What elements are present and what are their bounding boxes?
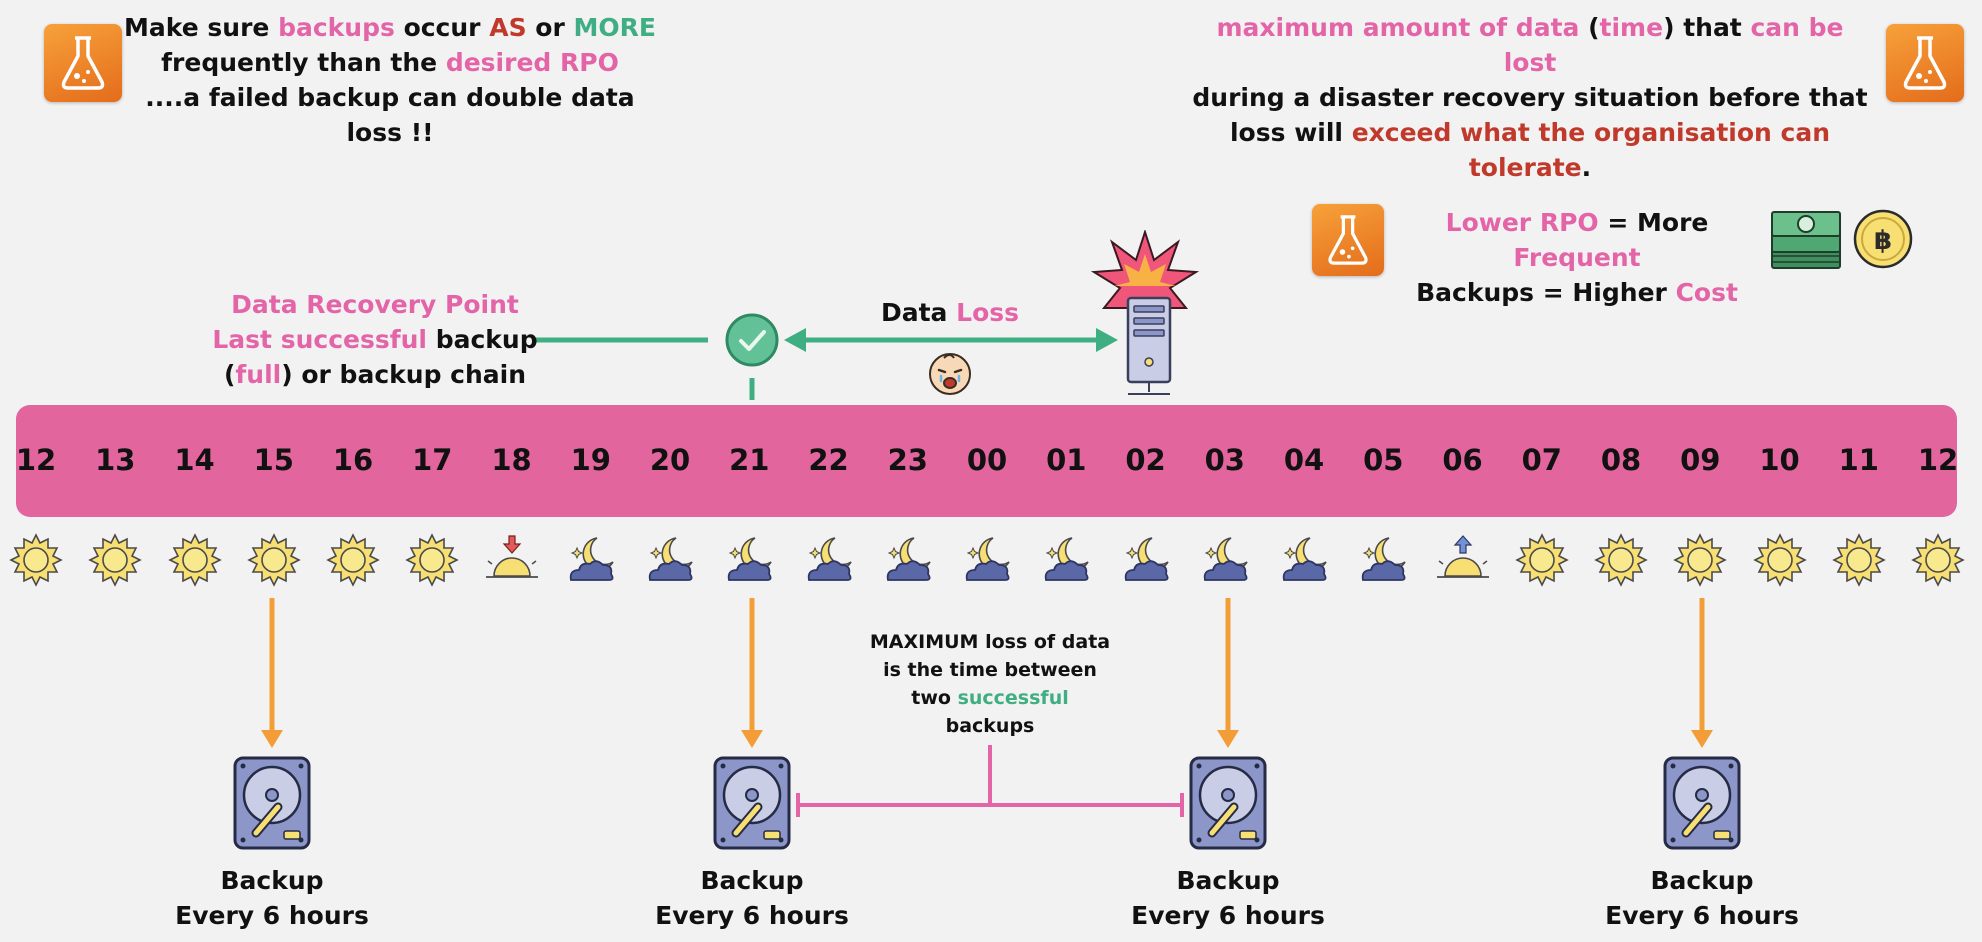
sun-icon <box>1752 532 1808 588</box>
timeline-hour-label: 09 <box>1680 443 1721 477</box>
sun-icon <box>1672 532 1728 588</box>
rpo-cost-note: Lower RPO = More Frequent Backups = High… <box>1416 208 1738 307</box>
timeline-hour-label: 13 <box>95 443 136 477</box>
timeline-hour-label: 11 <box>1838 443 1879 477</box>
moon-cloud-icon <box>1197 532 1253 588</box>
timeline-hour-label: 12 <box>15 443 57 477</box>
flask-icon <box>1886 24 1964 102</box>
timeline-hour-label: 07 <box>1521 443 1562 477</box>
hard-disk-icon <box>1662 755 1742 855</box>
sun-icon <box>325 532 381 588</box>
moon-cloud-icon <box>1276 532 1332 588</box>
moon-cloud-icon <box>721 532 777 588</box>
sunset-icon <box>484 532 540 588</box>
timeline-hour-label: 19 <box>570 443 611 477</box>
timeline-hour-label: 05 <box>1363 443 1404 477</box>
svg-text:฿: ฿ <box>1874 226 1892 256</box>
timeline-hour-label: 04 <box>1283 443 1325 477</box>
money-stack-icon <box>1770 208 1842 276</box>
check-circle-icon <box>724 312 780 372</box>
timeline-hour-label: 01 <box>1046 443 1087 477</box>
moon-cloud-icon <box>1355 532 1411 588</box>
data-loss-label: Data Loss <box>880 298 1020 327</box>
timeline-hour-label: 08 <box>1600 443 1642 477</box>
timeline-hour-label: 21 <box>729 443 770 477</box>
crying-baby-icon <box>926 350 974 402</box>
moon-cloud-icon <box>880 532 936 588</box>
moon-cloud-icon <box>1118 532 1174 588</box>
timeline-hour-label: 20 <box>649 443 691 477</box>
sun-icon <box>1514 532 1570 588</box>
timeline-hour-label: 14 <box>174 443 215 477</box>
server-explosion-icon <box>1090 228 1200 406</box>
sun-icon <box>167 532 223 588</box>
moon-cloud-icon <box>959 532 1015 588</box>
hard-disk-icon <box>1188 755 1268 855</box>
timeline-hour-label: 10 <box>1759 443 1800 477</box>
sun-icon <box>87 532 143 588</box>
hard-disk-icon <box>232 755 312 855</box>
timeline-hour-label: 12 <box>1917 443 1959 477</box>
timeline-hour-label: 16 <box>332 443 374 477</box>
sun-icon <box>1910 532 1966 588</box>
timeline-hour-label: 22 <box>808 443 849 477</box>
data-loss-arrow-right-head <box>1096 328 1118 352</box>
sun-icon <box>246 532 302 588</box>
sun-icon <box>1831 532 1887 588</box>
timeline-hour-label: 03 <box>1204 443 1245 477</box>
rpo-definition-note: maximum amount of data (time) that can b… <box>1192 13 1868 182</box>
timeline-hour-label: 18 <box>491 443 532 477</box>
baht-coin-icon: ฿ <box>1852 208 1914 274</box>
moon-cloud-icon <box>1038 532 1094 588</box>
sunrise-icon <box>1435 532 1491 588</box>
sun-icon <box>8 532 64 588</box>
recovery-point-label: Data Recovery Point Last successful back… <box>212 290 538 389</box>
data-loss-arrow-left-head <box>784 328 806 352</box>
maximum-loss-note: MAXIMUM loss of data is the time between… <box>869 631 1111 737</box>
timeline-hour-label: 15 <box>253 443 294 477</box>
sun-icon <box>404 532 460 588</box>
flask-icon <box>1312 204 1384 276</box>
timeline-hour-label: 00 <box>966 443 1008 477</box>
backup-frequency-note: Make sure backups occur AS or MORE frequ… <box>124 13 656 147</box>
timeline-bar <box>16 405 1957 517</box>
sun-icon <box>1593 532 1649 588</box>
moon-cloud-icon <box>801 532 857 588</box>
timeline-hour-label: 23 <box>887 443 928 477</box>
flask-icon <box>44 24 122 102</box>
moon-cloud-icon <box>563 532 619 588</box>
timeline-hour-label: 06 <box>1442 443 1483 477</box>
timeline-hour-label: 17 <box>412 443 453 477</box>
hard-disk-icon <box>712 755 792 855</box>
moon-cloud-icon <box>642 532 698 588</box>
timeline-hour-label: 02 <box>1125 443 1166 477</box>
